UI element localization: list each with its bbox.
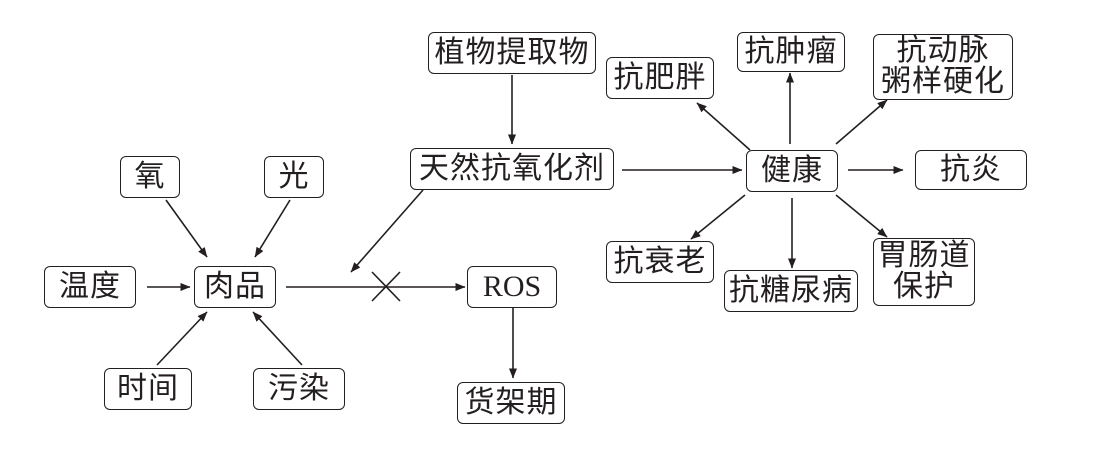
arrow-pollution-to-meat (252, 311, 303, 366)
node-anti-atherosclerosis-line1: 抗动脉 (896, 33, 990, 69)
node-shelf-life-label: 货架期 (464, 384, 558, 420)
node-anti-obesity-label: 抗肥胖 (613, 59, 707, 95)
node-anti-inflammatory-label: 抗炎 (940, 151, 1002, 187)
node-pollution-label: 污染 (268, 370, 330, 406)
node-pollution: 污染 (253, 368, 345, 410)
node-light-label: 光 (278, 158, 310, 194)
node-temperature: 温度 (44, 266, 136, 308)
node-anti-inflammatory: 抗炎 (915, 150, 1027, 190)
node-light: 光 (264, 156, 324, 198)
node-natural-antioxidant-label: 天然抗氧化剂 (419, 150, 605, 186)
node-ros-label: ROS (482, 269, 542, 303)
node-ros: ROS (467, 266, 557, 308)
node-meat: 肉品 (194, 266, 276, 308)
node-time: 时间 (104, 368, 192, 410)
arrow-health-to-gut-protection (835, 194, 888, 238)
node-temperature-label: 温度 (59, 268, 121, 304)
node-plant-extract-label: 植物提取物 (434, 34, 590, 70)
node-health: 健康 (746, 150, 838, 192)
node-shelf-life: 货架期 (457, 382, 565, 424)
node-anti-atherosclerosis: 抗动脉 粥样硬化 (873, 34, 1013, 100)
node-gut-protection-line2: 保护 (893, 269, 955, 304)
node-anti-obesity: 抗肥胖 (606, 57, 714, 99)
node-anti-aging-label: 抗衰老 (613, 243, 707, 279)
arrow-health-to-anti-aging (690, 194, 746, 240)
node-health-label: 健康 (761, 152, 823, 188)
node-time-label: 时间 (117, 370, 179, 406)
node-anti-tumor-label: 抗肿瘤 (744, 33, 838, 69)
node-gut-protection-line1: 胃肠道 (877, 238, 971, 274)
node-anti-atherosclerosis-line2: 粥样硬化 (881, 64, 1005, 99)
node-natural-antioxidant: 天然抗氧化剂 (410, 148, 614, 190)
node-anti-diabetes: 抗糖尿病 (724, 270, 858, 312)
node-oxygen: 氧 (120, 156, 180, 198)
cross-mark-b (371, 271, 401, 302)
arrow-health-to-anti-obesity (696, 102, 751, 151)
arrow-antioxidant-to-meat-path (350, 189, 424, 273)
arrow-health-to-anti-atherosclerosis (835, 99, 888, 145)
node-oxygen-label: 氧 (134, 158, 166, 194)
arrow-light-to-meat (254, 199, 291, 258)
node-anti-aging: 抗衰老 (606, 241, 714, 283)
node-plant-extract: 植物提取物 (428, 32, 596, 74)
arrow-oxygen-to-meat (165, 199, 208, 258)
arrow-time-to-meat (156, 311, 208, 366)
node-meat-label: 肉品 (204, 268, 266, 304)
node-gut-protection: 胃肠道 保护 (873, 238, 975, 306)
node-anti-diabetes-label: 抗糖尿病 (729, 272, 853, 308)
node-anti-tumor: 抗肿瘤 (737, 32, 845, 72)
